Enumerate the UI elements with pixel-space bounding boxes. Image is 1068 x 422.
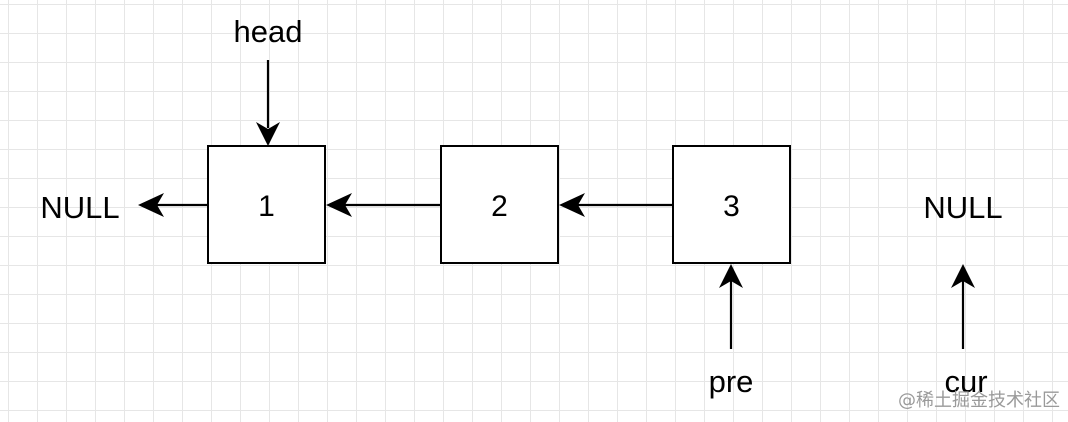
cur-pointer-label: cur [944,364,987,399]
list-node-1 [207,145,326,264]
list-node-3-label: 3 [723,190,740,223]
head-pointer-label: head [234,14,303,49]
head-pointer-arrow-head [256,122,280,146]
edge-node3-to-node2-head [559,193,585,217]
pre-pointer-arrow-head [719,264,743,288]
list-node-2-label: 2 [491,190,508,223]
right-null-label: NULL [923,190,1002,225]
pre-pointer-label: pre [709,364,754,399]
watermark-text: @稀土掘金技术社区 [898,390,1060,411]
list-node-2 [440,145,559,264]
cur-pointer-arrow-head [951,264,975,288]
edge-node2-to-node1-head [326,193,352,217]
list-node-3 [672,145,791,264]
left-null-label: NULL [40,190,119,225]
edge-node1-to-null-head [138,193,164,217]
list-node-1-label: 1 [258,190,275,223]
